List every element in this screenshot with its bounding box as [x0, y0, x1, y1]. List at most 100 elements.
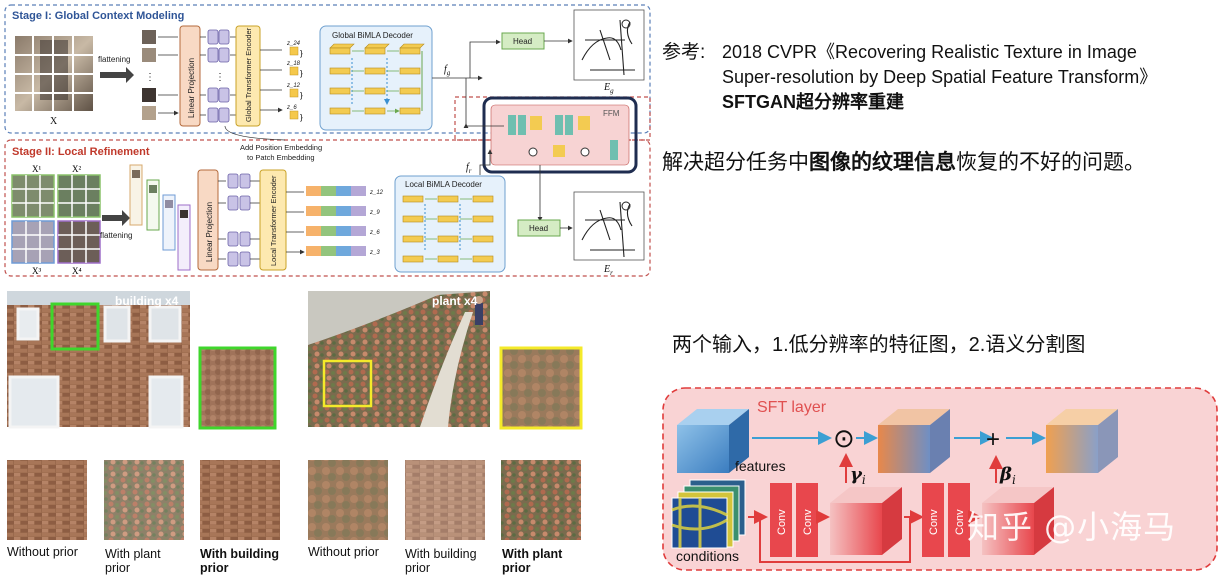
- ffm-label: FFM: [603, 109, 620, 118]
- pos-embed-line1: Add Position Embedding: [240, 143, 322, 152]
- result-plant-plant-prior: [501, 460, 581, 540]
- stage2-title: Stage II: Local Refinement: [12, 146, 150, 158]
- fg-label: fg: [444, 64, 451, 77]
- reference-line-1: 2018 CVPR《Recovering Realistic Texture i…: [722, 42, 1137, 62]
- texture-examples: building x4 plant x4: [7, 291, 583, 540]
- local-encoder: [259, 169, 287, 271]
- svg-text:z_12: z_12: [369, 190, 384, 196]
- svg-text:}: }: [300, 49, 303, 58]
- flattening-label-2: flattening: [100, 231, 132, 240]
- caption-without-prior-1: Without prior: [7, 545, 78, 559]
- local-feature-strips: [306, 186, 366, 256]
- local-encoder-label: Local Transformer Encoder: [269, 175, 278, 266]
- building-image: [7, 291, 190, 429]
- svg-text:Conv: Conv: [802, 509, 814, 535]
- odot-symbol: ⊙: [833, 423, 855, 453]
- svg-text:Conv: Conv: [954, 509, 966, 535]
- conditions-label: conditions: [676, 548, 739, 564]
- svg-text:Conv: Conv: [928, 509, 940, 535]
- shared-feature-cube: [830, 487, 902, 555]
- gamma-label: γi: [850, 464, 866, 487]
- stage1-title: Stage I: Global Context Modeling: [12, 10, 184, 22]
- result-building-plant-prior: [104, 460, 184, 540]
- building-tag: building x4: [115, 294, 179, 308]
- linear-projection-2-label: Linear Projection: [205, 202, 214, 262]
- conv-block-3: Conv: [922, 483, 944, 557]
- global-encoder-label: Global Transformer Encoder: [244, 27, 253, 122]
- svg-text:}: }: [300, 91, 303, 100]
- svg-text:z_6: z_6: [286, 105, 297, 111]
- plant-tag: plant x4: [432, 294, 478, 308]
- linear-projection-1: [179, 25, 201, 127]
- stage2-input-patches: X¹ X² X³ X⁴: [11, 164, 101, 276]
- z-local-labels: z_12 z_9 z_6 z_3: [369, 190, 384, 256]
- svg-text:z_18: z_18: [286, 61, 301, 67]
- summary-text: 解决超分任务中图像的纹理信息恢复的不好的问题。: [662, 151, 1145, 174]
- svg-text:z_12: z_12: [286, 83, 301, 89]
- svg-text:z_6: z_6: [369, 230, 380, 236]
- svg-text:X³: X³: [32, 266, 41, 276]
- result-plant-building-prior: [405, 460, 485, 540]
- svg-text:z_9: z_9: [369, 210, 380, 216]
- sft-layer-diagram: SFT layer features ⊙ + conditions Conv: [662, 387, 1218, 571]
- conv-block-4: Conv: [948, 483, 970, 557]
- fr-label: fr: [466, 162, 472, 175]
- local-decoder-blocks: [402, 195, 494, 263]
- result-building-building-prior: [200, 460, 280, 540]
- result-plant-no-prior: [308, 460, 388, 540]
- svg-text:Conv: Conv: [776, 509, 788, 535]
- pos-embed-line2: to Patch Embedding: [247, 153, 315, 162]
- linear-projection-2: [197, 169, 219, 271]
- inputs-text: 两个输入，1.低分辨率的特征图，2.语义分割图: [672, 334, 1086, 356]
- conv-block-2: Conv: [796, 483, 818, 557]
- global-decoder-blocks: [329, 43, 425, 115]
- tokens-2: [227, 173, 251, 267]
- flatten-arrow-1: [100, 67, 134, 83]
- features-label: features: [735, 458, 786, 474]
- stage1-frame: [4, 4, 651, 134]
- ffm-blocks: [508, 115, 618, 160]
- flattened-patches-2: [129, 164, 191, 271]
- sft-title: SFT layer: [757, 399, 827, 416]
- output-cube: [1046, 409, 1118, 473]
- beta-label: βi: [999, 464, 1016, 487]
- input-x-label: X: [50, 116, 58, 127]
- features-cube: [677, 409, 749, 473]
- stage1-input-image: [13, 36, 95, 111]
- global-encoder: [235, 25, 261, 127]
- reference-prefix: 参考:: [662, 42, 706, 63]
- svg-text:⋮: ⋮: [215, 72, 225, 83]
- svg-text:X⁴: X⁴: [72, 266, 82, 276]
- reference-line-3: SFTGAN超分辨率重建: [722, 92, 904, 112]
- linear-projection-1-label: Linear Projection: [187, 58, 196, 118]
- stage2-frame: [4, 139, 651, 277]
- flattening-label-1: flattening: [98, 55, 130, 64]
- svg-text:}: }: [300, 69, 303, 78]
- global-decoder: [319, 25, 433, 131]
- local-decoder-label: Local BiMLA Decoder: [405, 180, 482, 189]
- edge-output-global: [573, 9, 645, 81]
- svg-text:}: }: [300, 113, 303, 122]
- conv-block-1: Conv: [770, 483, 792, 557]
- caption-without-prior-2: Without prior: [308, 545, 379, 559]
- ffm-outline: [482, 96, 638, 174]
- svg-text:X¹: X¹: [32, 164, 41, 174]
- tokens-1: [207, 29, 230, 123]
- plant-image: [308, 291, 490, 427]
- modulated-cube-1: [878, 409, 950, 473]
- edge-output-local: [573, 191, 645, 261]
- svg-text:z_24: z_24: [286, 41, 301, 47]
- reference-line-2: Super-resolution by Deep Spatial Feature…: [722, 67, 1158, 87]
- svg-text:z_3: z_3: [369, 250, 380, 256]
- flattened-patches-1: ⋮: [142, 30, 156, 120]
- architecture-diagram: Stage I: Global Context Modeling X flatt…: [4, 4, 651, 277]
- global-decoder-label: Global BiMLA Decoder: [332, 31, 413, 40]
- plant-zoom: [499, 346, 583, 430]
- beta-feature-cube: [982, 487, 1054, 555]
- conditions-maps: [671, 479, 746, 549]
- svg-text:X²: X²: [72, 164, 81, 174]
- head-local-label: Head: [529, 224, 548, 233]
